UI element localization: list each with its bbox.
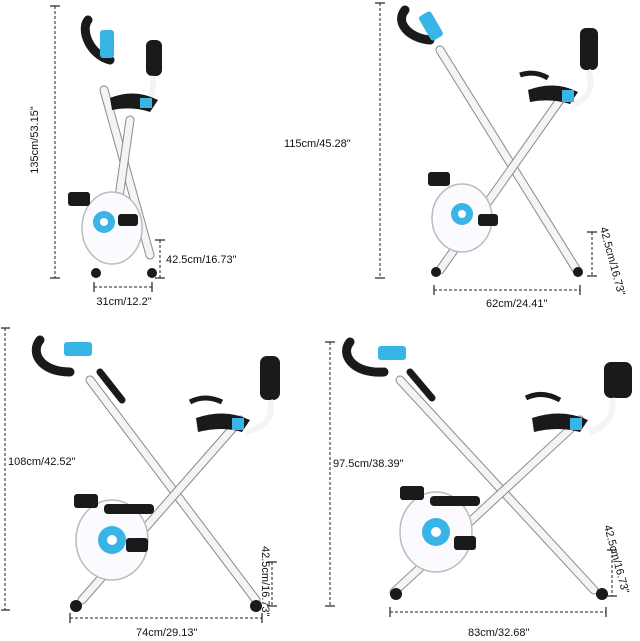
bike-folded-width-label: 31cm/12.2" [96,296,151,308]
bike-folded-height-label: 135cm/53.15" [29,106,41,174]
bike-upright-panel: 115cm/45.28" 62cm/24.41" 42.5cm/16.73" [284,2,627,310]
bike-recline-image [31,335,280,612]
bike-folded-image [68,15,162,278]
bike-recline-panel: 108cm/42.52" 74cm/29.13" 42.5cm/16.73" [1,327,280,639]
bike-recline-width-label: 74cm/29.13" [136,627,197,639]
bike-recline-height-label: 108cm/42.52" [8,456,76,468]
bike-extended-pedal-label: 42.5cm/16.73" [601,524,631,595]
bike-upright-image [397,5,598,277]
bike-upright-width-label: 62cm/24.41" [486,298,547,310]
bike-extended-height-label: 97.5cm/38.39" [333,458,404,470]
bike-upright-pedal-label: 42.5cm/16.73" [597,226,627,297]
bike-extended-width-label: 83cm/32.68" [468,627,529,639]
bike-extended-image [342,337,632,600]
bike-upright-height-label: 115cm/45.28" [284,138,351,150]
bike-extended-panel: 97.5cm/38.39" 83cm/32.68" 42.5cm/16.73" [325,337,632,639]
bike-recline-pedal-label: 42.5cm/16.73" [259,546,271,617]
bike-folded-pedal-label: 42.5cm/16.73" [166,254,237,266]
bike-folded-panel: 135cm/53.15" 31cm/12.2" 42.5cm/16.73" [29,5,237,308]
